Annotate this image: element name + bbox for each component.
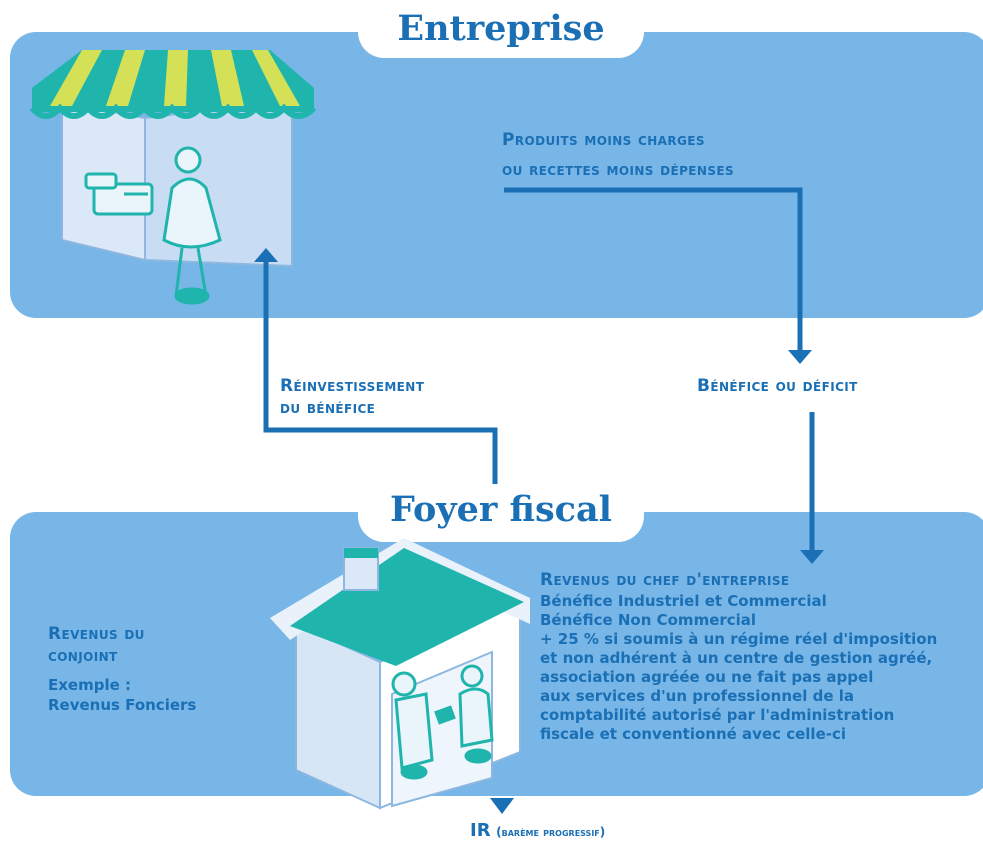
foyer-fiscal-title: Foyer fiscal	[358, 478, 644, 542]
chef-line: et non adhérent à un centre de gestion a…	[540, 649, 933, 667]
chef-line: association agréée ou ne fait pas appel	[540, 668, 874, 686]
chef-line: Bénéfice Non Commercial	[540, 611, 757, 629]
conjoint-line-1: Revenus du	[48, 624, 145, 644]
chef-details: Bénéfice Industriel et Commercial Bénéfi…	[540, 592, 937, 744]
produits-line-1: Produits moins charges	[502, 130, 705, 150]
arrowhead-ir	[490, 798, 514, 814]
exemple-value: Revenus Fonciers	[48, 696, 197, 714]
reinvestissement-line-1: Réinvestissement	[280, 376, 425, 396]
arrowhead-shop	[254, 248, 278, 262]
entreprise-title: Entreprise	[358, 0, 644, 58]
chef-line: comptabilité autorisé par l'administrati…	[540, 706, 895, 724]
bareme-label: (barème progressif)	[496, 825, 606, 839]
exemple-label: Exemple :	[48, 676, 131, 694]
produits-line-2: ou recettes moins dépenses	[502, 160, 734, 180]
conjoint-line-2: conjoint	[48, 646, 118, 666]
chef-line: aux services d'un professionnel de la	[540, 687, 854, 705]
arrow-produits-to-benefice	[504, 187, 803, 352]
arrow-reinvestissement	[263, 260, 498, 484]
chef-title: Revenus du chef d'entreprise	[540, 570, 790, 590]
chef-line: fiscale et conventionné avec celle-ci	[540, 725, 847, 743]
arrowhead-benefice	[788, 350, 812, 364]
ir-result: IR (barème progressif)	[470, 820, 605, 841]
reinvestissement-line-2: du bénéfice	[280, 398, 376, 418]
ir-label: IR	[470, 820, 491, 841]
chef-line: + 25 % si soumis à un régime réel d'impo…	[540, 630, 938, 648]
arrowhead-revenus	[800, 550, 824, 564]
benefice-ou-deficit-label: Bénéfice ou déficit	[697, 376, 858, 396]
chef-line: Bénéfice Industriel et Commercial	[540, 592, 827, 610]
